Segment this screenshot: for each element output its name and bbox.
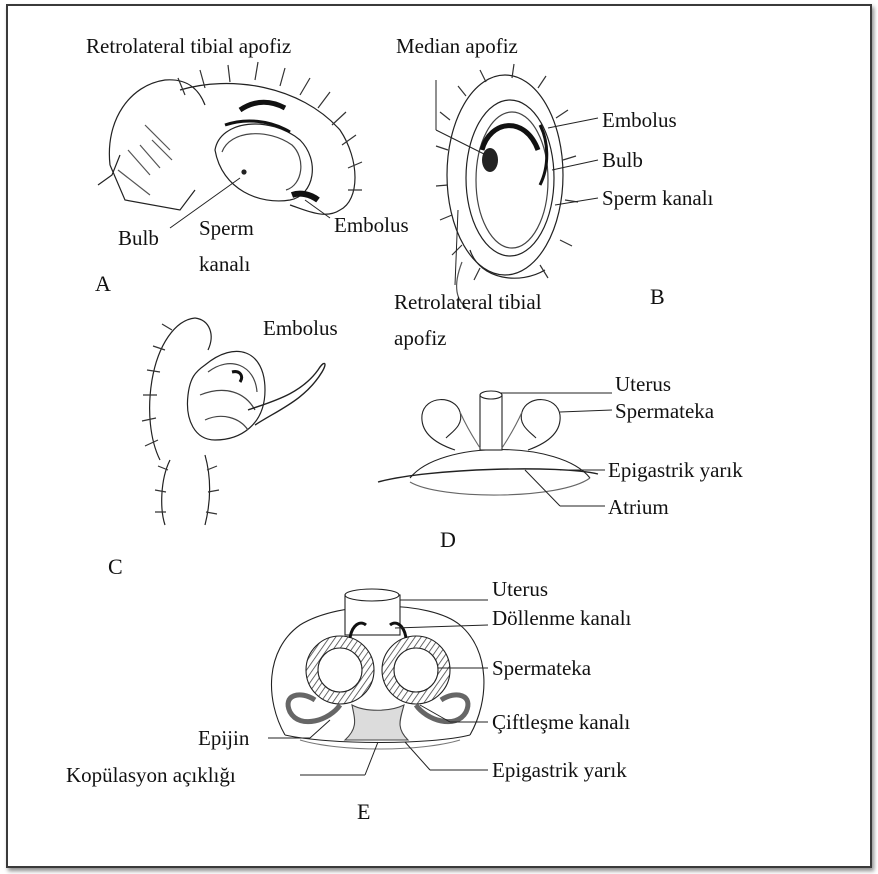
epigyne-d-uterus (480, 395, 502, 450)
palp-b-median-apophysis (482, 126, 538, 150)
label-b-embolus: Embolus (602, 108, 677, 132)
panel-letter-a: A (95, 272, 111, 296)
palp-b-drawing (436, 64, 578, 310)
palp-b-cymbium (447, 75, 563, 275)
label-b-bulb: Bulb (602, 148, 643, 172)
label-b-median-apophysis: Median apofiz (396, 34, 518, 58)
palp-a-bulb (215, 124, 312, 201)
label-e-copulatory-opening: Kopülasyon açıklığı (66, 763, 236, 787)
label-e-epigastric-furrow: Epigastrik yarık (492, 758, 627, 782)
epigyne-d-epigastric-furrow (378, 469, 598, 482)
label-d-epigastric-furrow: Epigastrik yarık (608, 458, 743, 482)
epigyne-d-spermatheca-right (521, 400, 560, 450)
palp-c-tibia (162, 455, 210, 525)
palp-a-tibia (109, 80, 205, 165)
palp-a-drawing (98, 62, 362, 214)
label-e-uterus: Uterus (492, 577, 548, 601)
label-e-spermatheca: Spermateka (492, 656, 591, 680)
label-a-sperm: Sperm (199, 216, 254, 240)
label-b-retrolateral-line1: Retrolateral tibial (394, 290, 542, 314)
label-d-spermatheca: Spermateka (615, 399, 714, 423)
label-a-retrolateral-tibial-apophysis: Retrolateral tibial apofiz (86, 34, 291, 58)
palp-a-retrolateral-apophysis (240, 102, 285, 110)
epigyne-e-drawing (271, 589, 483, 749)
palp-b-embolus (540, 125, 547, 185)
label-e-fertilization-duct: Döllenme kanalı (492, 606, 631, 630)
label-c-embolus: Embolus (263, 316, 338, 340)
label-a-kanali: kanalı (199, 252, 250, 276)
palp-c-bulb (187, 351, 265, 440)
palp-c-cymbium (150, 318, 195, 460)
label-a-embolus: Embolus (334, 213, 409, 237)
epigyne-d-outline (410, 450, 590, 479)
panel-letter-d: D (440, 528, 456, 552)
label-b-retrolateral-line2: apofiz (394, 326, 446, 350)
palp-a-embolus-mark (292, 194, 318, 200)
label-d-uterus: Uterus (615, 372, 671, 396)
panel-letter-e: E (357, 800, 370, 824)
label-e-copulatory-duct: Çiftleşme kanalı (492, 710, 630, 734)
label-d-atrium: Atrium (608, 495, 669, 519)
epigyne-d-spermatheca-left (422, 400, 461, 450)
label-e-epigyne: Epijin (198, 726, 249, 750)
label-a-bulb: Bulb (118, 226, 159, 250)
panel-letter-c: C (108, 555, 123, 579)
panel-letter-b: B (650, 285, 665, 309)
label-b-sperm-canal: Sperm kanalı (602, 186, 713, 210)
palp-c-drawing (142, 318, 325, 525)
epigyne-d-drawing (378, 391, 598, 495)
epigyne-e-atrium (345, 705, 408, 740)
